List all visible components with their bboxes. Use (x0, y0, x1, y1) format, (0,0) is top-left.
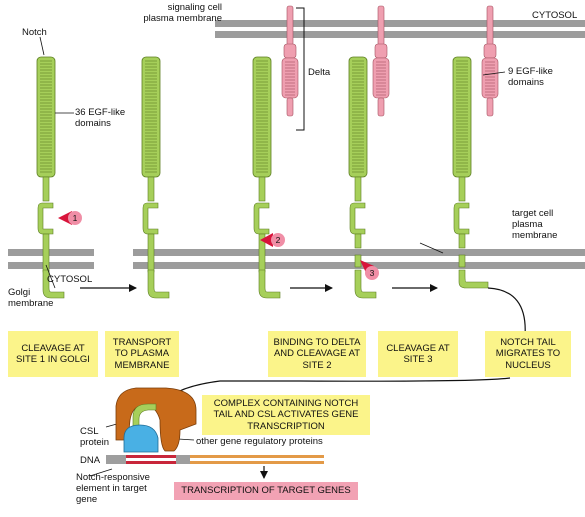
golgi-label: Golgi membrane (8, 287, 54, 309)
step-tail-migrates: NOTCH TAIL MIGRATES TO NUCLEUS (485, 331, 571, 377)
target-membrane-label: target cell plasma membrane (512, 208, 558, 241)
transcription-box: TRANSCRIPTION OF TARGET GENES (174, 482, 358, 500)
csl-label: CSL protein (80, 426, 110, 448)
signaling-membrane (215, 20, 585, 38)
dna-label: DNA (80, 455, 101, 466)
delta-ligand-1 (281, 5, 299, 117)
egf36-label: 36 EGF-like domains (75, 107, 126, 129)
site-1-badge: 1 (68, 211, 82, 225)
site-3-badge: 3 (365, 266, 379, 280)
delta-bracket (296, 7, 305, 131)
step-transport: TRANSPORT TO PLASMA MEMBRANE (105, 331, 179, 377)
complex-activates-box: COMPLEX CONTAINING NOTCH TAIL AND CSL AC… (202, 395, 370, 435)
transcription-complex (115, 387, 197, 453)
cytosol-mid-label: CYTOSOL (47, 274, 93, 285)
notch-label: Notch (22, 27, 47, 38)
step-binding-delta: BINDING TO DELTA AND CLEAVAGE AT SITE 2 (268, 331, 366, 377)
signaling-membrane-label: signaling cell plasma membrane (143, 2, 222, 24)
other-proteins-label: other gene regulatory proteins (196, 436, 323, 447)
step-cleavage-site1: CLEAVAGE AT SITE 1 IN GOLGI (8, 331, 98, 377)
notch-receptor-5 (452, 56, 489, 289)
step-cleavage-site3: CLEAVAGE AT SITE 3 (378, 331, 458, 377)
delta-ligand-3 (481, 5, 499, 117)
egf9-label: 9 EGF-like domains (508, 66, 553, 88)
dna-strand (106, 455, 324, 464)
notch-responsive-element-label: Notch-responsive element in target gene (76, 472, 150, 505)
site-2-badge: 2 (271, 233, 285, 247)
csl-protein (123, 424, 159, 453)
notch-receptor-3 (252, 56, 281, 299)
leader-lines (39, 36, 506, 477)
notch-receptor-1 (36, 56, 65, 299)
notch-receptor-4 (348, 56, 377, 299)
delta-ligand-2 (372, 5, 390, 117)
process-arrows (80, 284, 526, 479)
golgi-membrane (8, 249, 94, 269)
delta-label: Delta (308, 67, 331, 78)
cytosol-top-label: CYTOSOL (532, 10, 578, 21)
notch-receptor-2 (141, 56, 170, 299)
